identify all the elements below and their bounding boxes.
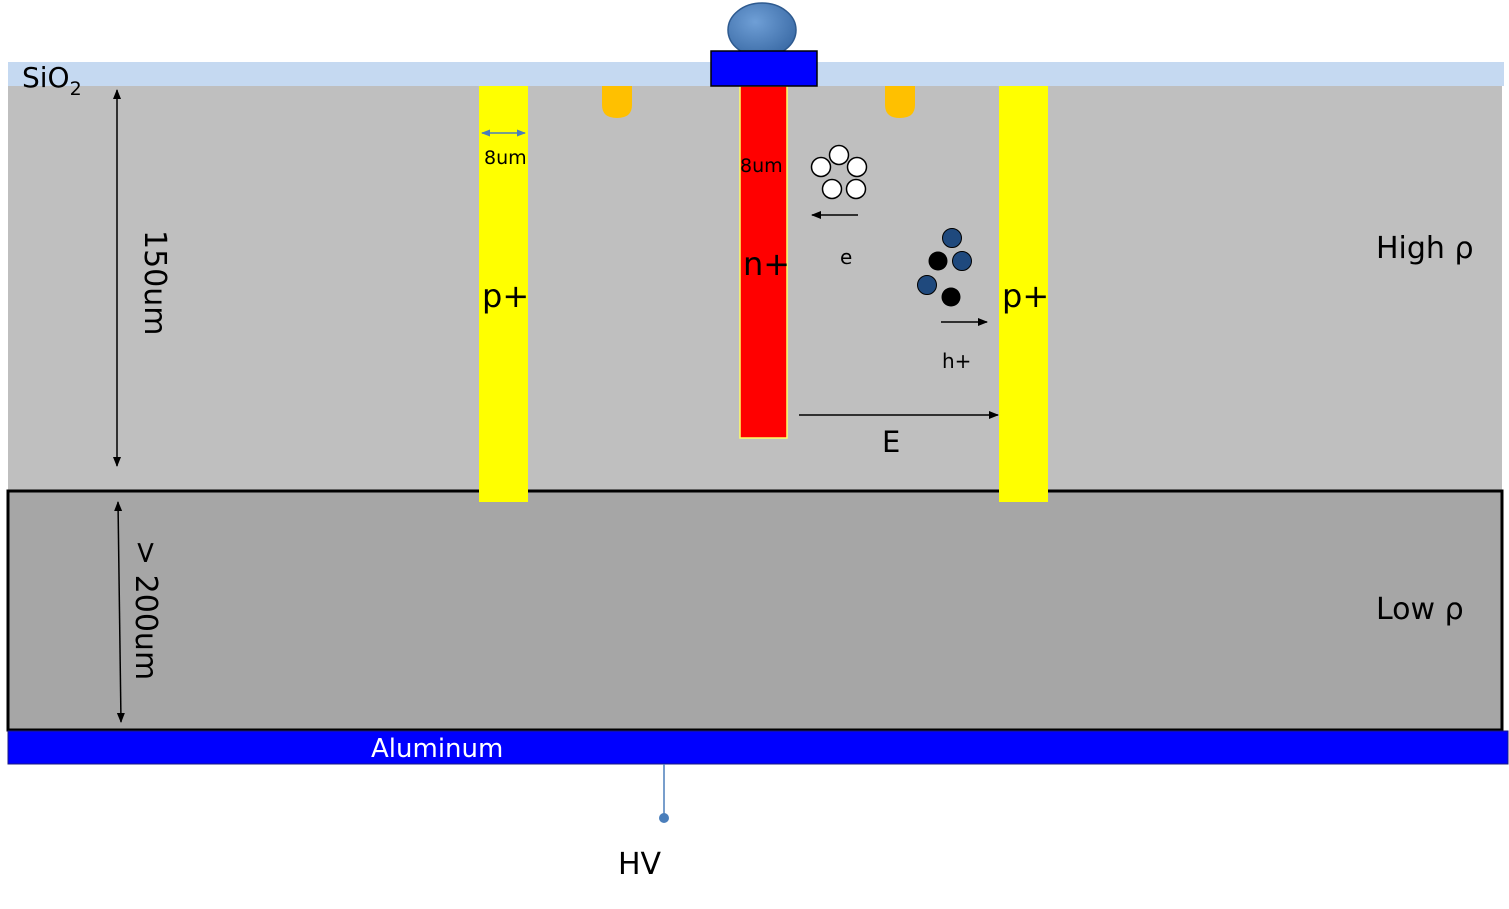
aluminum-label: Aluminum xyxy=(371,734,503,764)
p-width-label: 8um xyxy=(484,147,527,169)
p-plus-column-right xyxy=(999,86,1048,502)
n-width-label: 8um xyxy=(740,155,783,177)
hv-terminal xyxy=(659,813,669,823)
low-thickness-label: > 200um xyxy=(128,540,163,680)
electron xyxy=(845,178,867,200)
field-label: E xyxy=(882,425,900,459)
p-plus-label-left: p+ xyxy=(482,277,529,315)
electron xyxy=(846,156,868,178)
sio2-label: SiO2 xyxy=(22,61,82,100)
hole xyxy=(917,275,937,295)
hole xyxy=(952,251,972,271)
electron xyxy=(821,178,843,200)
hole xyxy=(942,228,962,248)
aluminum-layer xyxy=(7,730,1509,765)
hole xyxy=(928,251,948,271)
readout-pad xyxy=(710,50,818,87)
hole-label: h+ xyxy=(942,349,971,373)
low-resistivity-label: Low ρ xyxy=(1376,592,1464,627)
n-plus-label: n+ xyxy=(743,245,790,283)
electron xyxy=(828,144,850,166)
n-plus-column xyxy=(739,85,788,439)
electron-cluster xyxy=(810,144,868,200)
bump-bond xyxy=(727,2,797,58)
electron-label: e xyxy=(840,245,852,269)
hole-cluster xyxy=(917,228,972,307)
p-plus-label-right: p+ xyxy=(1002,277,1049,315)
hole xyxy=(941,287,961,307)
hv-label: HV xyxy=(618,847,662,882)
low-resistivity-layer xyxy=(6,489,1504,732)
high-resistivity-label: High ρ xyxy=(1376,231,1474,266)
electron xyxy=(810,156,832,178)
p-stop-right xyxy=(885,86,915,118)
p-stop-left xyxy=(602,86,632,118)
p-plus-column-left xyxy=(479,86,528,502)
low-thickness-arrow xyxy=(114,501,125,723)
high-thickness-label: 150um xyxy=(137,230,172,336)
